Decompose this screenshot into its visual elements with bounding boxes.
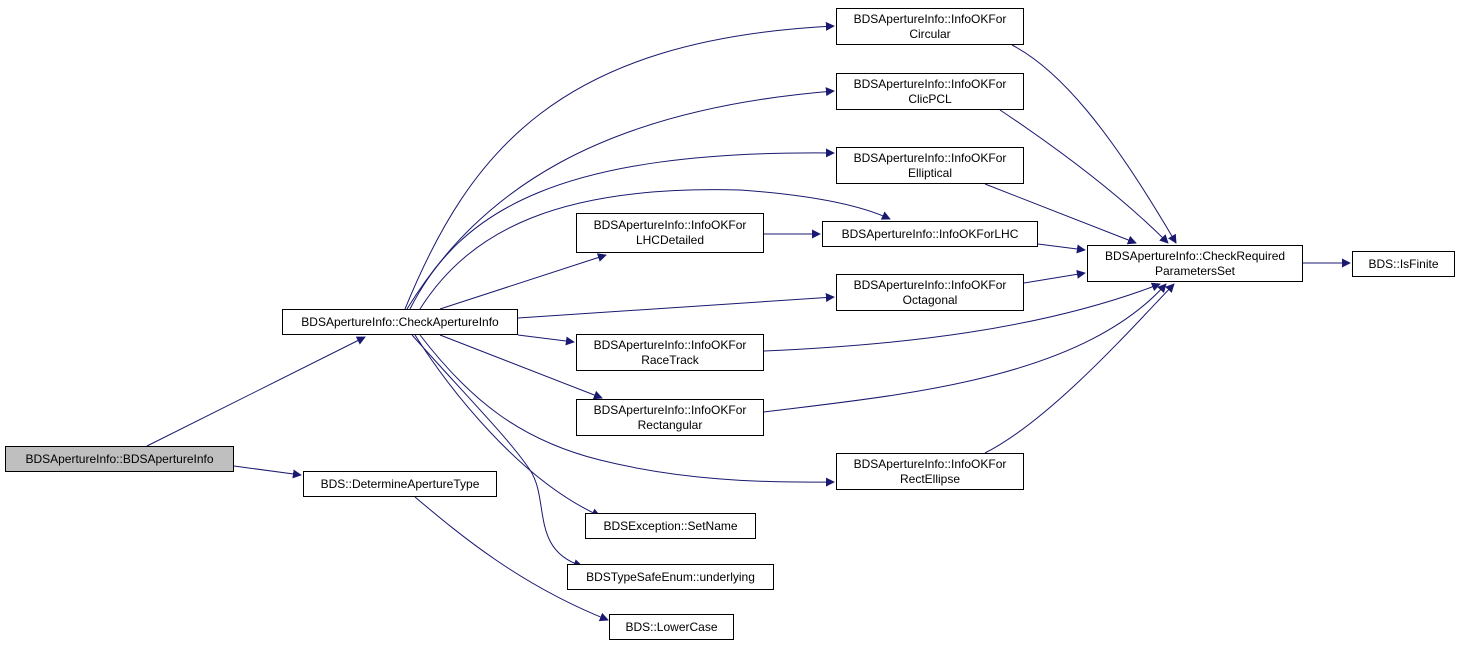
node-determine_type[interactable]: BDS::DetermineApertureType [303,471,497,497]
node-label: BDSApertureInfo::InfoOKFor [853,11,1007,26]
node-label: LHCDetailed [635,233,705,247]
node-label: Elliptical [907,165,952,180]
node-label: RectEllipse [899,471,961,486]
edge-check_aperture-to-underlying [411,334,583,568]
node-label: BDSApertureInfo::InfoOKForLHC [841,226,1019,241]
edge-clicpcl-to-checkrequired [999,109,1169,244]
node-label: BDSApertureInfo::CheckApertureInfo [301,314,499,329]
edge-root-to-check_aperture [146,336,366,447]
node-setname[interactable]: BDSException::SetName [585,513,756,539]
edge-check_aperture-to-rectellipse [419,334,835,487]
edge-elliptical-to-checkrequired [984,183,1137,245]
edge-check_aperture-to-octagonal [517,293,835,319]
node-label: BDSApertureInfo::InfoOKFor [853,277,1007,292]
node-label: Rectangular [637,417,703,432]
node-label: BDSApertureInfo::InfoOKFor [853,76,1007,91]
edge-root-to-determine_type [233,465,302,479]
edge-octagonal-to-checkrequired [1023,269,1086,284]
node-label: Octagonal [902,292,958,307]
edge-check_aperture-to-lhcdetailed [439,253,607,310]
node-label: BDSException::SetName [603,518,738,533]
edge-lhc-to-checkrequired [1037,243,1086,254]
edge-check_aperture-to-rectangular [439,334,603,400]
node-label: BDS::DetermineApertureType [320,476,480,491]
node-label: BDS::LowerCase [625,619,718,634]
edge-determine_type-to-lowercase [414,496,609,622]
edge-circular-to-checkrequired [1011,44,1177,244]
node-lowercase[interactable]: BDS::LowerCase [609,614,734,640]
node-lhc[interactable]: BDSApertureInfo::InfoOKForLHC [822,221,1038,247]
node-label: BDSApertureInfo::CheckRequired [1104,248,1286,263]
edge-rectangular-to-checkrequired [763,283,1167,413]
edge-check_aperture-to-racetrack [517,334,575,346]
node-underlying[interactable]: BDSTypeSafeEnum::underlying [567,564,774,590]
node-isfinite[interactable]: BDS::IsFinite [1352,251,1455,277]
node-label: RaceTrack [641,352,699,367]
node-label: ParametersSet [1154,263,1236,278]
node-label: BDSApertureInfo::InfoOKFor [853,150,1007,165]
edge-check_aperture-to-clicpcl [406,87,835,310]
node-label: BDSTypeSafeEnum::underlying [586,569,755,584]
node-label: BDSApertureInfo::InfoOKFor [593,402,747,417]
edge-racetrack-to-checkrequired [763,282,1161,352]
node-label: BDSApertureInfo::InfoOKFor [593,218,747,232]
edge-check_aperture-to-setname [414,334,601,517]
node-label: BDSApertureInfo::BDSApertureInfo [25,451,214,466]
edge-check_aperture-to-elliptical [409,148,835,310]
edge-rectellipse-to-checkrequired [984,283,1175,454]
node-label: BDSApertureInfo::InfoOKFor [853,456,1007,471]
node-label: ClicPCL [908,91,952,106]
node-label: Circular [909,26,951,41]
node-label: BDSApertureInfo::InfoOKFor [593,337,747,352]
node-label: BDS::IsFinite [1368,256,1439,271]
node-check_aperture[interactable]: BDSApertureInfo::CheckApertureInfo [282,309,518,335]
edge-check_aperture-to-circular [404,21,835,310]
edge-check_aperture-to-lhc [419,189,891,310]
node-root: BDSApertureInfo::BDSApertureInfo [5,446,234,472]
